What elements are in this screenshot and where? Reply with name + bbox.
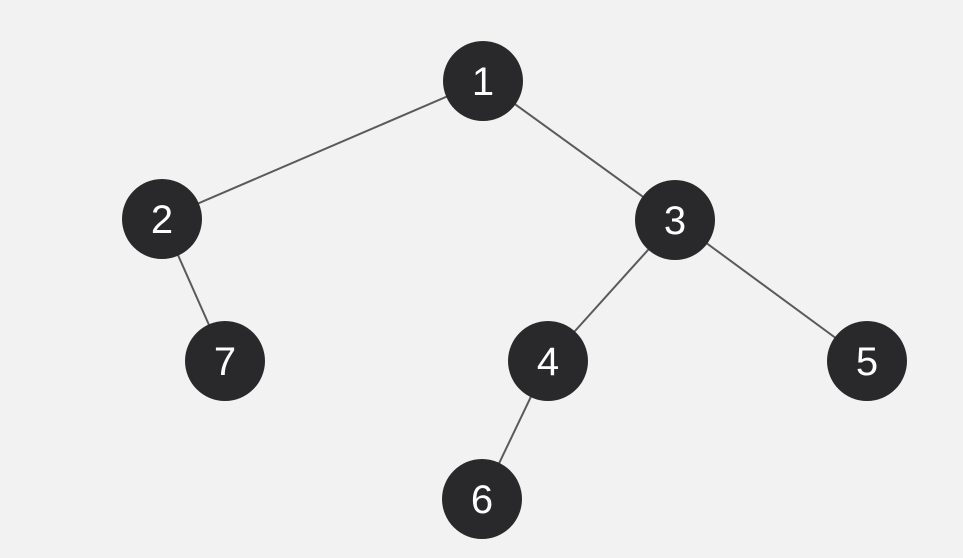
graph-edge-1-2 <box>161 80 484 220</box>
node-circle-2[interactable] <box>122 179 202 259</box>
node-label-1: 1 <box>472 60 494 104</box>
node-circle-5[interactable] <box>827 321 907 401</box>
node-circle-6[interactable] <box>442 459 522 539</box>
graph-node-2[interactable]: 2 <box>122 179 202 259</box>
node-label-6: 6 <box>471 478 493 522</box>
graph-node-5[interactable]: 5 <box>827 321 907 401</box>
node-label-7: 7 <box>214 340 236 384</box>
node-circle-7[interactable] <box>185 321 265 401</box>
node-circle-3[interactable] <box>635 180 715 260</box>
node-circle-4[interactable] <box>508 321 588 401</box>
node-label-3: 3 <box>664 199 686 243</box>
graph-node-3[interactable]: 3 <box>635 180 715 260</box>
graph-node-1[interactable]: 1 <box>443 41 523 121</box>
node-label-2: 2 <box>151 198 173 242</box>
graph-node-4[interactable]: 4 <box>508 321 588 401</box>
node-label-5: 5 <box>856 340 878 384</box>
graph-node-6[interactable]: 6 <box>442 459 522 539</box>
node-label-4: 4 <box>537 340 559 384</box>
graph-node-7[interactable]: 7 <box>185 321 265 401</box>
node-circle-1[interactable] <box>443 41 523 121</box>
